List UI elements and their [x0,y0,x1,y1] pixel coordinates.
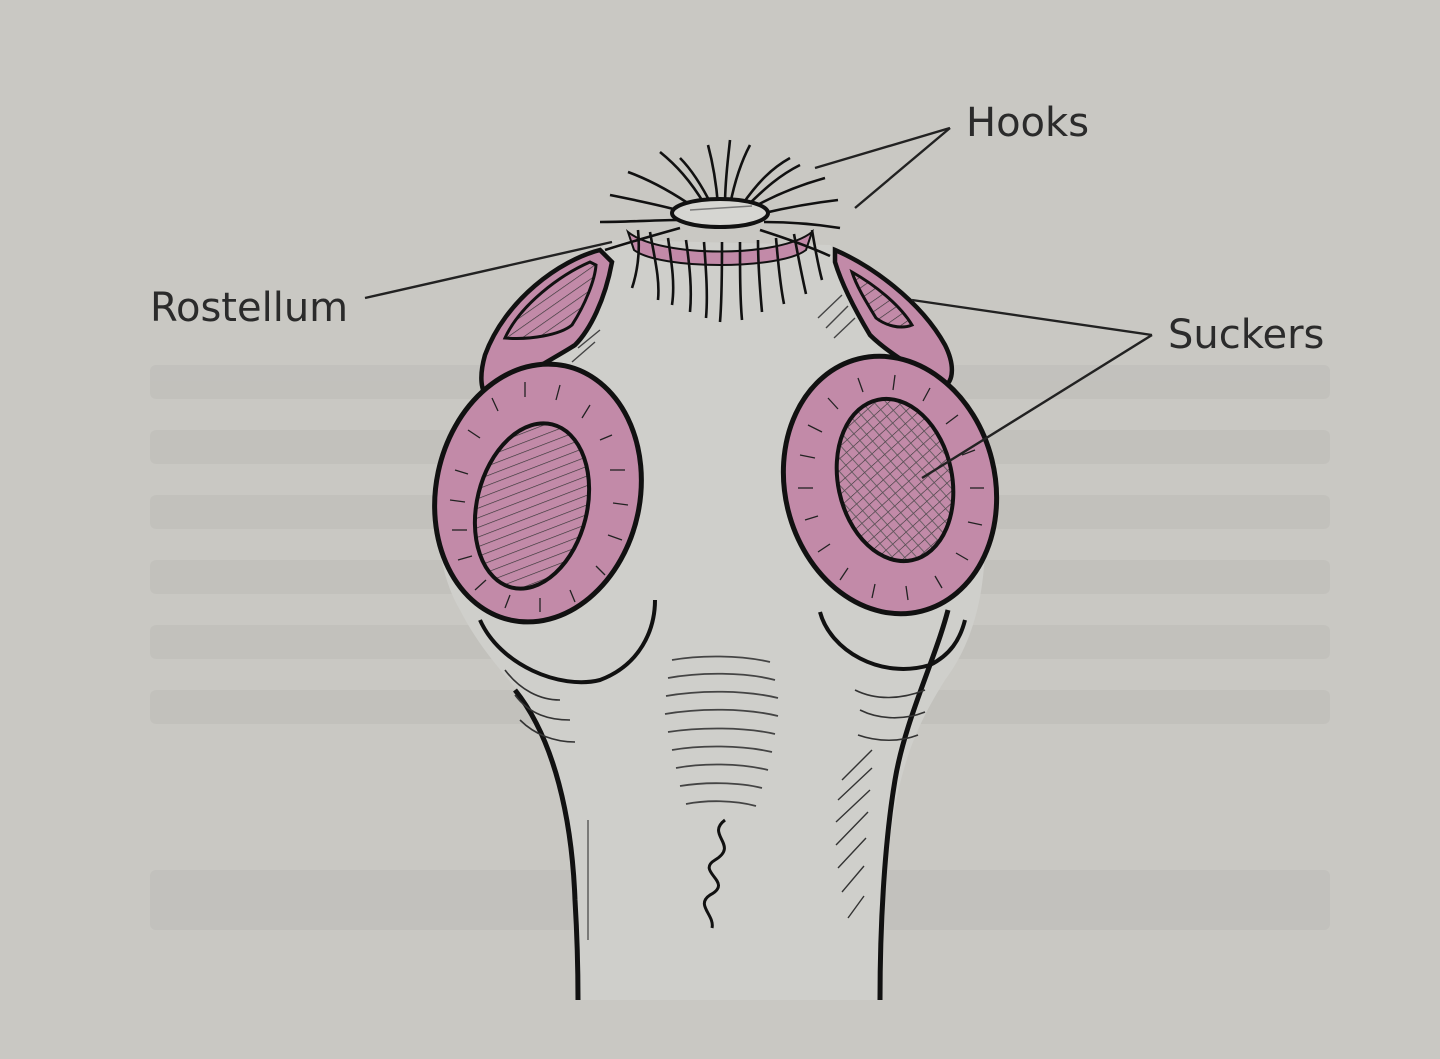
leader-hooks-2 [854,127,951,209]
rostellum [599,139,841,323]
leader-suckers-2 [921,333,1153,480]
label-hooks: Hooks [966,100,1090,146]
label-suckers: Suckers [1168,312,1325,358]
sucker-left [432,361,644,625]
label-rostellum: Rostellum [150,285,349,331]
leader-lines [364,126,1153,480]
leader-suckers-1 [911,298,1153,337]
leader-rostellum [364,240,613,300]
sucker-right [780,353,1000,617]
leader-hooks-1 [814,126,951,170]
